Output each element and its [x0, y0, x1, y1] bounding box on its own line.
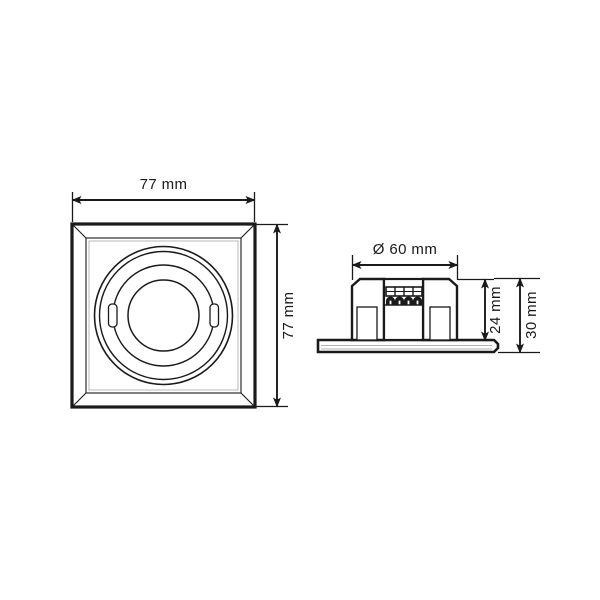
side-view-group	[316, 277, 500, 354]
dimension-diameter-60: Ø 60 mm	[351, 241, 459, 280]
lens-ring-outer	[93, 245, 234, 386]
pillar-left-cutout	[356, 306, 378, 341]
dimension-label-depth-24: 24 mm	[487, 286, 504, 334]
dimension-label-width-77: 77 mm	[140, 176, 188, 193]
terminal-screws	[384, 296, 423, 306]
dimension-depth-24: 24 mm	[457, 278, 504, 342]
flange-outline	[316, 338, 500, 354]
front-view-group	[70, 222, 257, 409]
bezel-bevel-lines	[73, 225, 254, 406]
dimension-height-77: 77 mm	[256, 223, 297, 408]
terminal-screw-slots	[389, 300, 419, 305]
bezel-inner-shadow	[88, 240, 239, 391]
lens-ring-second	[98, 250, 229, 381]
lens-clip-slots	[107, 303, 220, 328]
dimension-label-diameter-60: Ø 60 mm	[373, 241, 437, 258]
dimension-label-depth-30: 30 mm	[523, 291, 540, 339]
clip-slot-left	[107, 303, 118, 328]
dimension-label-height-77: 77 mm	[280, 292, 297, 340]
dimension-width-77: 77 mm	[71, 176, 256, 222]
lens-ring-inner	[127, 279, 200, 352]
clip-slot-right	[209, 303, 220, 328]
pillar-right-cutout	[429, 306, 451, 341]
flange-plate	[316, 338, 500, 354]
terminal-slots	[385, 286, 423, 297]
dimension-depth-30: 30 mm	[494, 277, 540, 354]
